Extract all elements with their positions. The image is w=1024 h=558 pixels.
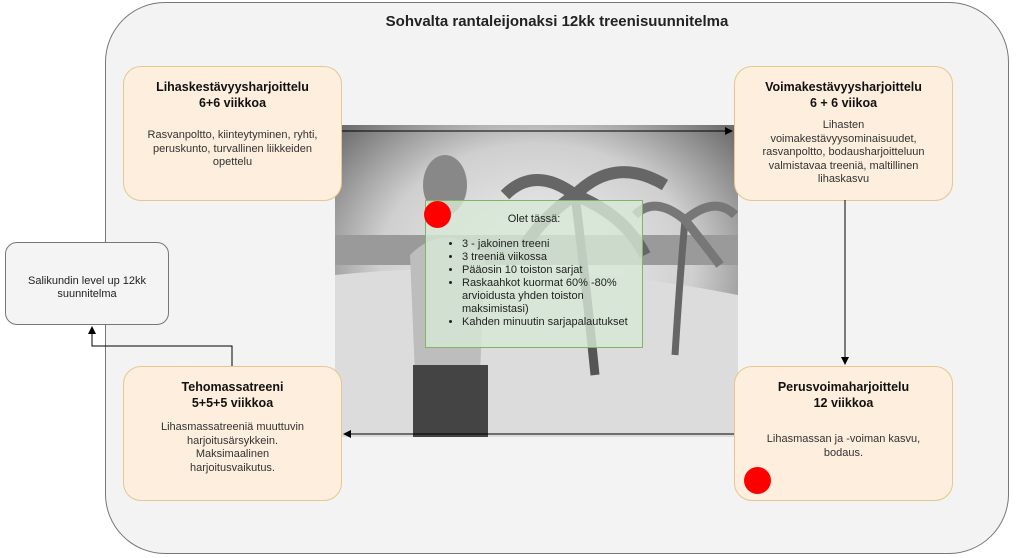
phase-box-lihaskestavyys: Lihaskestävyysharjoittelu 6+6 viikkoa Ra… [123, 66, 342, 201]
phase-title: Perusvoimaharjoittelu [777, 380, 910, 394]
phase-title: Lihaskestävyysharjoittelu [156, 80, 309, 94]
list-item: Pääosin 10 toiston sarjat [462, 264, 642, 277]
phase-description: Lihasten voimakestävyysominaisuudet, ras… [762, 119, 925, 185]
plan-summary-label: Salikundin level up 12kk suunnitelma [27, 275, 147, 300]
current-position-marker [424, 201, 451, 228]
diagram-title: Sohvalta rantaleijonaksi 12kk treenisuun… [385, 13, 729, 30]
phase-title: Tehomassatreeni [181, 380, 284, 394]
list-item: Kahden minuutin sarjapalautukset [462, 316, 642, 329]
phase-box-voimakestavyys: Voimakestävyysharjoittelu 6 + 6 viikoa L… [734, 66, 953, 201]
current-phase-note: Olet tässä: 3 - jakoinen treeni 3 treeni… [425, 200, 643, 348]
plan-summary-box: Salikundin level up 12kk suunnitelma [5, 242, 169, 325]
arrow-left [88, 326, 233, 366]
phase-description: Lihasmassatreeniä muuttuvin harjoitusärs… [160, 421, 305, 474]
phase-marker [744, 467, 771, 494]
phase-box-perusvoima: Perusvoimaharjoittelu 12 viikkoa Lihasma… [734, 366, 953, 501]
current-list: 3 - jakoinen treeni 3 treeniä viikossa P… [426, 238, 642, 329]
phase-duration: 6 + 6 viikoa [809, 96, 878, 110]
phase-box-tehomassa: Tehomassatreeni 5+5+5 viikkoa Lihasmassa… [123, 366, 342, 501]
list-item: 3 - jakoinen treeni [462, 238, 642, 251]
list-item: Raskaahkot kuormat 60% -80% arvioidusta … [462, 277, 642, 316]
phase-title: Voimakestävyysharjoittelu [765, 80, 922, 94]
phase-duration: 6+6 viikkoa [198, 96, 267, 110]
phase-description: Lihasmassan ja -voiman kasvu, bodaus. [766, 433, 921, 459]
phase-duration: 12 viikkoa [813, 396, 874, 410]
list-item: 3 treeniä viikossa [462, 251, 642, 264]
phase-duration: 5+5+5 viikkoa [191, 396, 274, 410]
phase-description: Rasvanpoltto, kiinteytyminen, ryhti, per… [147, 129, 318, 168]
current-heading: Olet tässä: [507, 213, 561, 225]
